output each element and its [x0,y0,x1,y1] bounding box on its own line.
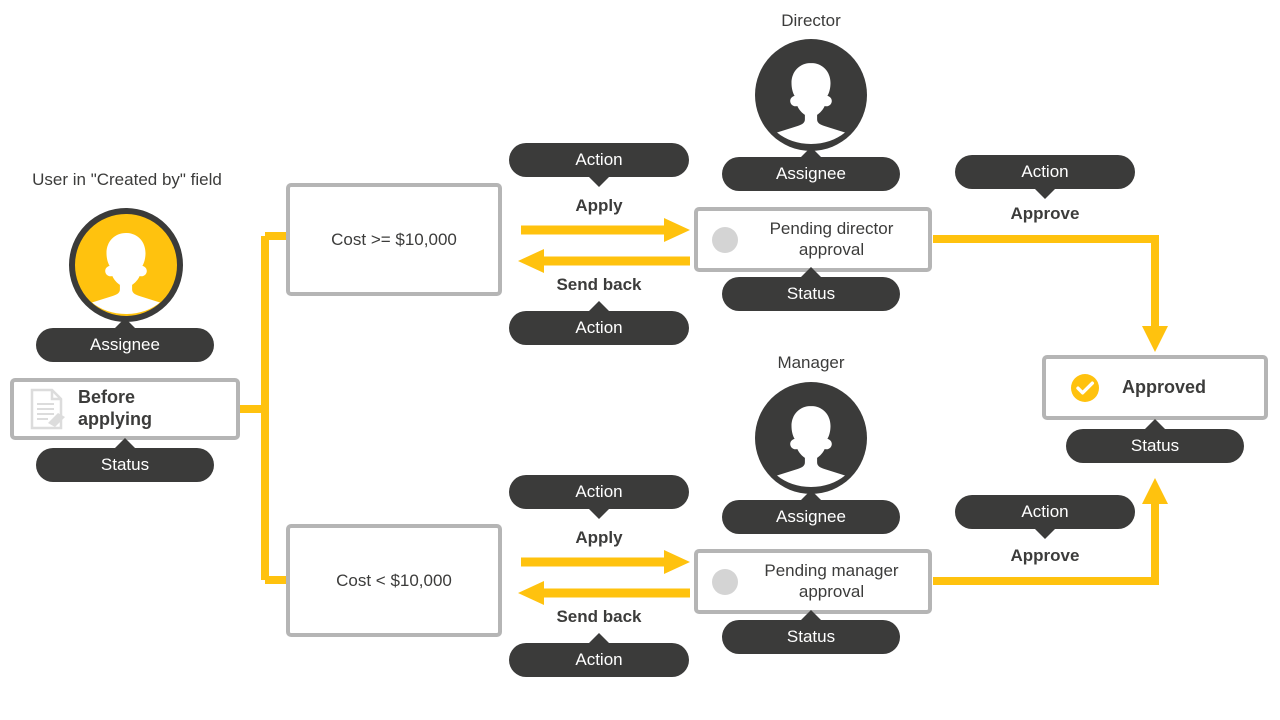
start-status-pill: Status [36,438,214,482]
pill-tail-up-icon [800,267,822,278]
draft-document-icon [30,388,65,430]
approve-label-bottom: Approve [1010,546,1080,565]
manager-status-label: Status [786,627,836,646]
condition-box-low[interactable]: Cost < $10,000 [286,524,502,637]
start-assignee-label: Assignee [90,335,160,354]
condition-high-label: Cost >= $10,000 [331,229,457,249]
director-status-pill: Status [722,267,900,311]
approved-status-pill: Status [1066,419,1244,463]
send-back-arrow-bottom [518,581,690,605]
apply-label-top: Apply [575,196,623,215]
pending-manager-label: Pending manager approval [764,560,899,601]
pill-tail-up-icon [114,438,136,449]
apply-label-bottom: Apply [575,528,623,547]
apply-arrow-top [521,218,690,242]
send-back-action-pill-bottom: Action [509,633,689,677]
before-applying-box[interactable]: Before applying [10,378,240,440]
approve-action-pill-bottom: Action [955,495,1135,539]
approve-path-top [933,235,1168,352]
director-assignee-pill: Assignee [722,147,900,191]
manager-assignee-pill: Assignee [722,490,900,534]
pill-tail-up-icon [800,147,822,158]
apply-action-label-top: Action [575,150,623,169]
check-circle-icon [1071,373,1099,402]
start-caption: User in "Created by" field [32,170,222,189]
pill-tail-up-icon [1144,419,1166,430]
pill-tail-up-icon [800,610,822,621]
director-caption: Director [781,11,841,30]
before-applying-label: Before applying [78,387,153,429]
pill-tail-down-icon [1034,188,1056,199]
pending-dot-icon [712,226,738,253]
send-back-action-label-top: Action [575,318,623,337]
condition-box-high[interactable]: Cost >= $10,000 [286,183,502,296]
approve-label-top: Approve [1010,204,1080,223]
user-avatar-icon [755,382,867,494]
approved-label: Approved [1122,376,1207,397]
approve-action-pill-top: Action [955,155,1135,199]
apply-arrow-bottom [521,550,690,574]
apply-action-pill-top: Action [509,143,689,187]
manager-assignee-label: Assignee [776,507,846,526]
pending-director-approval-box[interactable]: Pending director approval [694,207,932,272]
manager-caption: Manager [777,353,845,372]
apply-action-label-bottom: Action [575,482,623,501]
pill-tail-down-icon [588,176,610,187]
director-assignee-label: Assignee [776,164,846,183]
pill-tail-down-icon [1034,528,1056,539]
user-avatar-icon [755,39,867,151]
pill-tail-up-icon [114,318,136,329]
pill-tail-up-icon [588,301,610,312]
send-back-action-label-bottom: Action [575,650,623,669]
condition-low-label: Cost < $10,000 [336,570,452,590]
approve-action-label-bottom: Action [1021,502,1069,521]
apply-action-pill-bottom: Action [509,475,689,519]
pending-manager-approval-box[interactable]: Pending manager approval [694,549,932,614]
send-back-arrow-top [518,249,690,273]
send-back-action-pill-top: Action [509,301,689,345]
start-assignee-pill: Assignee [36,318,214,362]
approve-action-label-top: Action [1021,162,1069,181]
send-back-label-top: Send back [556,275,642,294]
pill-tail-up-icon [800,490,822,501]
start-status-label: Status [100,455,150,474]
pill-tail-down-icon [588,508,610,519]
approved-status-label: Status [1130,436,1180,455]
pending-director-label: Pending director approval [769,218,894,259]
branch-connector-left [240,232,289,584]
send-back-label-bottom: Send back [556,607,642,626]
pending-dot-icon [712,568,738,595]
user-avatar-icon [69,208,183,322]
approved-box[interactable]: Approved [1042,355,1268,420]
director-status-label: Status [786,284,836,303]
manager-status-pill: Status [722,610,900,654]
pill-tail-up-icon [588,633,610,644]
